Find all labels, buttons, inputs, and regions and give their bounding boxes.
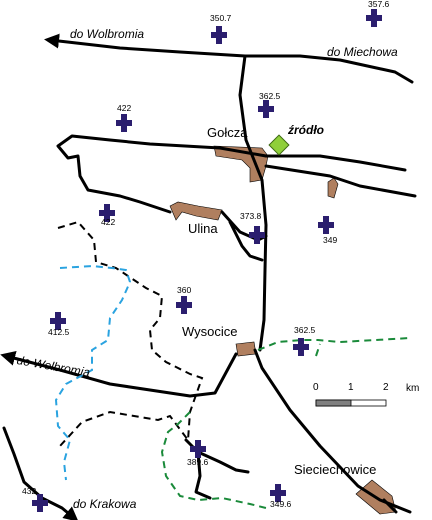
elevation-point-icon xyxy=(190,440,206,458)
elevation-point-icon xyxy=(249,226,265,244)
scale-tick-label: 1 xyxy=(348,382,354,393)
spring-label: źródło xyxy=(288,123,324,137)
elevation-label: 422 xyxy=(101,217,116,227)
scale-bar xyxy=(315,399,387,407)
road-sieciechowice-spur xyxy=(382,498,398,514)
road-golcza-south-east xyxy=(264,164,417,198)
town-label-ulina: Ulina xyxy=(188,221,218,236)
elevation-point-icon xyxy=(99,204,115,222)
elevation-point-icon xyxy=(318,216,334,234)
spring-marker-icon xyxy=(268,134,290,156)
elevation-label: 422 xyxy=(117,103,132,113)
elevation-label: 349.6 xyxy=(270,499,292,509)
town-label-wysocice: Wysocice xyxy=(182,324,238,339)
settlement-golcza-east xyxy=(327,177,339,199)
elevation-label: 357.6 xyxy=(368,0,390,9)
elevation-point-icon xyxy=(258,100,274,118)
elevation-point-icon xyxy=(366,9,382,27)
trail-blue xyxy=(54,264,132,481)
elevation-point-icon xyxy=(116,114,132,132)
elevation-label: 432 xyxy=(22,486,37,496)
elevation-label: 349 xyxy=(323,235,338,245)
road-label-miechowa: do Miechowa xyxy=(327,45,398,59)
road-golcza-east xyxy=(264,154,407,172)
elevation-label: 373.8 xyxy=(240,211,262,221)
road-north-south xyxy=(238,54,268,352)
roads xyxy=(0,33,417,520)
settlement-ulina xyxy=(169,201,223,221)
road-label-krakowa: do Krakowa xyxy=(73,497,137,511)
elevation-point-icon xyxy=(293,338,309,356)
elevation-label: 362.5 xyxy=(294,325,316,335)
trail-green xyxy=(160,337,411,509)
scale-tick-label: 2 xyxy=(383,382,389,393)
trail-black xyxy=(57,220,204,447)
road-to-wolbromia-west xyxy=(0,350,238,398)
scale-unit-label: km xyxy=(406,383,420,394)
elevation-point-icon xyxy=(50,312,66,330)
elevation-label: 360 xyxy=(177,285,192,295)
town-label-golcza: Gołcza xyxy=(207,125,248,140)
elevation-point-icon xyxy=(211,26,227,44)
road-label-wolbromia-north: do Wolbromia xyxy=(70,27,145,41)
elevation-markers xyxy=(32,9,382,512)
elevation-point-icon xyxy=(32,494,48,512)
settlement-wysocice xyxy=(235,341,257,357)
road-to-wolbromia-north xyxy=(44,33,414,84)
trails xyxy=(54,220,411,509)
road-golcza-west xyxy=(56,134,268,214)
elevation-label: 412.5 xyxy=(48,327,70,337)
road-wysocice-sieciechowice xyxy=(253,348,412,514)
scale-tick-label: 0 xyxy=(313,382,319,393)
road-to-krakowa xyxy=(2,426,79,520)
elevation-label: 389.6 xyxy=(187,457,209,467)
elevation-label: 350.7 xyxy=(210,13,232,23)
elevation-point-icon xyxy=(270,484,286,502)
elevation-label: 362.5 xyxy=(259,91,281,101)
town-label-sieciechowice: Sieciechowice xyxy=(294,462,377,477)
elevation-point-icon xyxy=(176,296,192,314)
